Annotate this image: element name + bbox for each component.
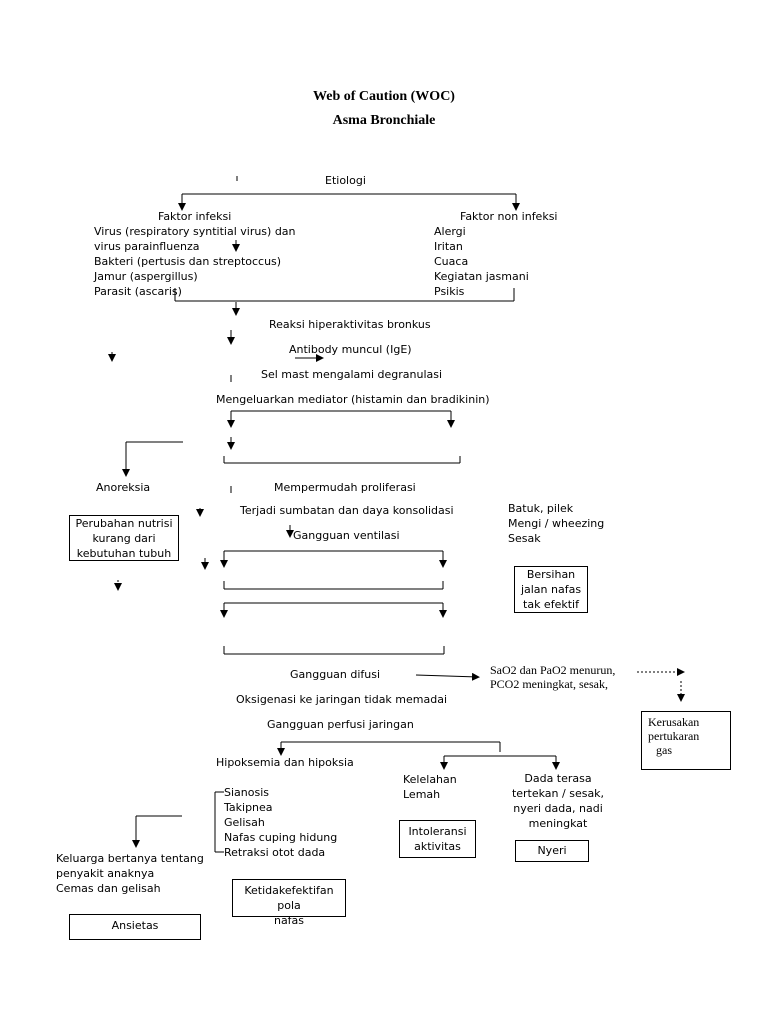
finding-line: Cemas dan gelisah	[56, 882, 161, 895]
box-line: Kerusakan	[648, 715, 700, 729]
finding-line: Lemah	[403, 788, 441, 801]
finding-line: Kelelahan	[403, 773, 457, 786]
ansietas-diagnosis-box: Ansietas	[69, 914, 201, 940]
etiologi-label: Etiologi	[325, 174, 366, 187]
faktor-infeksi-heading: Faktor infeksi	[158, 210, 232, 223]
box-line: gas	[656, 743, 672, 757]
faktor-non-infeksi-list: Alergi Iritan Cuaca Kegiatan jasmani Psi…	[434, 224, 529, 299]
faktor-infeksi-list: Virus (respiratory syntitial virus) dan …	[94, 224, 296, 299]
finding-line: penyakit anaknya	[56, 867, 155, 880]
mediator-node: Mengeluarkan mediator (histamin dan brad…	[216, 393, 490, 406]
faktor-non-infeksi-heading: Faktor non infeksi	[460, 210, 558, 223]
list-item: Iritan	[434, 240, 463, 253]
list-item: virus parainfluenza	[94, 240, 200, 253]
list-item: Takipnea	[224, 801, 273, 814]
list-item: Sianosis	[224, 786, 269, 799]
box-line: kebutuhan tubuh	[76, 547, 172, 560]
ketidakefektifan-diagnosis-box: Ketidakefektifan pola nafas	[232, 879, 346, 927]
finding-line: nyeri dada, nadi	[513, 802, 603, 815]
finding-line: meningkat	[528, 817, 588, 830]
list-item: Retraksi otot dada	[224, 846, 326, 859]
anoreksia-node: Anoreksia	[96, 481, 151, 494]
list-item: Alergi	[434, 225, 466, 238]
box-line: tak efektif	[523, 598, 579, 611]
finding-line: Dada terasa	[524, 772, 592, 785]
box-line: kurang dari	[92, 532, 156, 545]
finding-line: tertekan / sesak,	[511, 787, 605, 800]
list-item: Parasit (ascaris)	[94, 285, 182, 298]
list-item: Nafas cuping hidung	[224, 831, 338, 844]
hipoksemia-node: Hipoksemia dan hipoksia	[216, 756, 354, 769]
antibody-node: Antibody muncul (IgE)	[289, 343, 412, 356]
diagram-title: Web of Caution (WOC)	[313, 89, 455, 104]
box-line: nafas	[273, 914, 305, 927]
reaksi-node: Reaksi hiperaktivitas bronkus	[269, 318, 431, 331]
list-item: Gelisah	[224, 816, 265, 829]
diagram-subtitle: Asma Bronchiale	[332, 113, 436, 128]
list-item: Virus (respiratory syntitial virus) dan	[94, 225, 296, 238]
nyeri-diagnosis-box: Nyeri	[515, 840, 589, 862]
dada-finding: Dada terasa tertekan / sesak, nyeri dada…	[510, 771, 606, 831]
box-line: Bersihan	[526, 568, 576, 581]
bersihan-diagnosis-box: Bersihan jalan nafas tak efektif	[514, 566, 588, 613]
symptom-item: Batuk, pilek	[508, 502, 574, 515]
box-line: pertukaran	[648, 729, 700, 743]
kelelahan-finding: Kelelahan Lemah	[403, 772, 457, 802]
batuk-symptoms: Batuk, pilek Mengi / wheezing Sesak	[508, 501, 604, 546]
list-item: Jamur (aspergillus)	[94, 270, 198, 283]
list-item: Kegiatan jasmani	[434, 270, 529, 283]
finding-line: PCO2 meningkat, sesak,	[490, 677, 608, 691]
keluarga-finding: Keluarga bertanya tentang penyakit anakn…	[56, 851, 204, 896]
list-item: Psikis	[434, 285, 465, 298]
list-item: Cuaca	[434, 255, 469, 268]
difusi-node: Gangguan difusi	[290, 668, 381, 681]
finding-line: Keluarga bertanya tentang	[56, 852, 204, 865]
box-line: Intoleransi	[408, 825, 467, 838]
sel-mast-node: Sel mast mengalami degranulasi	[261, 368, 443, 381]
box-line: jalan nafas	[520, 583, 582, 596]
list-item: Bakteri (pertusis dan streptoccus)	[94, 255, 282, 268]
gejala-list: Sianosis Takipnea Gelisah Nafas cuping h…	[224, 785, 337, 860]
symptom-item: Sesak	[508, 532, 541, 545]
box-line: Ketidakefektifan pola	[244, 884, 334, 912]
proliferasi-node: Mempermudah proliferasi	[274, 481, 416, 494]
sumbatan-node: Terjadi sumbatan dan daya konsolidasi	[240, 504, 454, 517]
nutrisi-diagnosis-box: Perubahan nutrisi kurang dari kebutuhan …	[69, 515, 179, 561]
kerusakan-diagnosis-box: Kerusakan pertukaran gas	[641, 711, 731, 770]
intoleransi-diagnosis-box: Intoleransi aktivitas	[399, 820, 476, 858]
ventilasi-node: Gangguan ventilasi	[293, 529, 400, 542]
oksigenasi-node: Oksigenasi ke jaringan tidak memadai	[236, 693, 448, 706]
sao2-finding: SaO2 dan PaO2 menurun, PCO2 meningkat, s…	[490, 663, 615, 691]
box-line: Perubahan nutrisi	[75, 517, 173, 530]
symptom-item: Mengi / wheezing	[508, 517, 605, 530]
finding-line: SaO2 dan PaO2 menurun,	[490, 663, 616, 677]
perfusi-node: Gangguan perfusi jaringan	[267, 718, 414, 731]
box-line: aktivitas	[414, 840, 461, 853]
